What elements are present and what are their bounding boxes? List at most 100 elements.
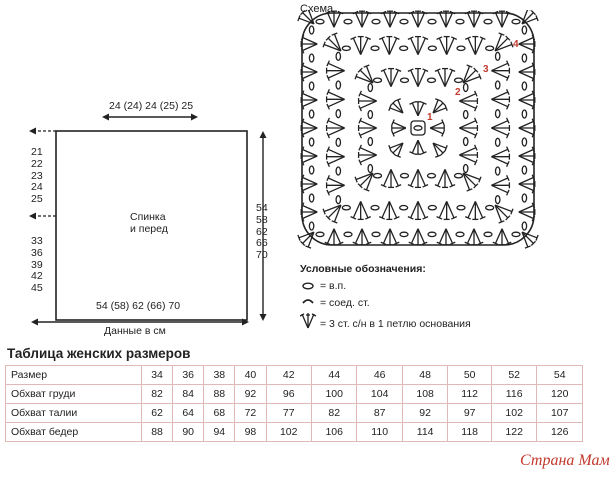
cluster-icon [388,98,404,114]
slip-stitch-icon [302,299,314,304]
legend-title: Условные обозначения: [300,263,426,275]
cluster-icon [432,142,448,158]
chain-stitch-icon [427,204,437,211]
chain-stitch-icon [371,231,381,238]
chain-stitch-icon [426,172,437,179]
row-label: Обхват бедер [5,422,142,442]
top-width-label: 24 (24) 24 (25) 25 [109,100,194,112]
chain-stitch-icon [521,165,528,175]
pattern-schematic [29,113,267,326]
chain-stitch-icon [521,221,528,231]
cluster-icon [407,35,429,55]
cluster-icon [300,146,318,166]
measure-value: 45 [31,282,43,295]
left-measure-top: 21 22 23 24 25 [31,146,43,206]
cluster-icon [408,228,428,246]
table-cell: 88 [203,384,236,404]
chain-stitch-icon [372,77,383,84]
chain-stitch-icon [453,77,464,84]
chain-stitch-icon [315,231,325,238]
cluster-icon [518,174,536,194]
table-cell: 97 [447,403,492,423]
chain-stitch-icon [335,80,342,90]
round-marker: 3 [483,64,489,75]
cluster-icon [350,201,372,221]
row-label: Размер [5,365,142,385]
chain-stitch-icon [372,172,383,179]
chain-stitch-icon [413,125,423,131]
legend-item-chain: = в.п. [320,280,347,292]
cluster-icon [380,67,402,87]
cluster-icon [518,90,536,110]
table-cell: 92 [401,403,449,423]
center-ring [410,120,426,136]
cluster-icon [464,10,484,28]
chain-stitch-icon [426,77,437,84]
table-cell: 107 [536,403,583,423]
table-cell: 116 [490,384,538,404]
table-cell: 96 [265,384,312,404]
chain-stitch-icon [456,204,466,211]
table-cell: 62 [140,403,174,423]
cluster-icon [436,10,456,28]
chain-stitch-icon [483,18,493,25]
chain-stitch-icon [308,165,315,175]
table-cell: 77 [265,403,312,423]
chain-stitch-icon [521,81,528,91]
cluster-icon [297,231,315,249]
cluster-icon [325,146,345,168]
chain-stitch-icon [399,18,409,25]
scheme-title: Схема [300,3,334,15]
table-cell: 82 [310,403,358,423]
round-marker: 1 [427,112,433,123]
chain-stitch-icon [485,45,495,52]
cluster-icon [322,204,342,224]
cluster-icon [464,228,484,246]
table-cell: 110 [356,422,403,442]
cluster-icon [521,231,539,249]
cluster-icon [409,139,427,155]
chain-stitch-icon [521,109,528,119]
table-cell: 94 [203,422,236,442]
bottom-width-label: 54 (58) 62 (66) 70 [96,300,181,312]
measure-value: 42 [31,270,43,283]
chain-stitch-icon [521,137,528,147]
chain-stitch-icon [367,163,374,174]
cluster-icon [300,34,318,54]
cluster-icon [408,10,428,28]
chain-stitch-icon [427,45,437,52]
cluster-icon [436,228,456,246]
table-cell: 126 [536,422,583,442]
chain-stitch-icon [494,166,501,176]
chain-stitch-icon [521,53,528,63]
cluster-icon [357,117,377,139]
chain-stitch-icon [343,18,353,25]
cluster-icon [300,62,318,82]
chain-stitch-icon [367,109,374,120]
chain-stitch-icon [462,163,469,174]
chain-stitch-icon [335,195,342,205]
measure-value: 33 [31,235,43,247]
cluster-icon [491,117,511,139]
chain-stitch-icon [494,137,501,147]
cluster-icon [521,10,539,25]
measure-value: 54 [256,202,268,214]
cluster-icon [354,172,374,192]
chain-stitch-icon [399,231,409,238]
cluster-icon [357,144,377,166]
cluster-icon [494,204,514,224]
chain-stitch-icon [485,204,495,211]
chain-stitch-icon [335,137,342,147]
chain-stitch-icon [455,18,465,25]
cluster-icon [391,119,407,137]
cluster-icon [352,10,372,28]
table-cell: 88 [140,422,174,442]
table-cell: 44 [310,365,358,385]
chain-stitch-icon [371,18,381,25]
row-label: Обхват груди [5,384,142,404]
